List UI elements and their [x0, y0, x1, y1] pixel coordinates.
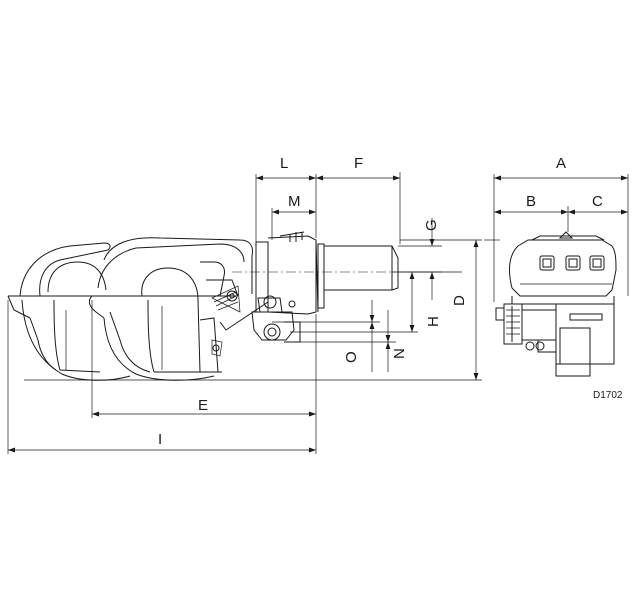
dim-label-i: I: [158, 431, 162, 448]
dim-label-b: B: [526, 193, 536, 210]
dim-label-g: G: [423, 219, 440, 231]
dim-label-n: N: [391, 348, 408, 359]
dim-label-e: E: [198, 397, 208, 414]
drawing-reference-code: D1702: [593, 390, 623, 401]
dim-label-d: D: [451, 295, 468, 306]
dimension-lines: [7, 172, 629, 454]
burner-body: [88, 237, 283, 381]
front-view: [495, 231, 617, 377]
dim-label-m: M: [288, 193, 301, 210]
dim-label-l: L: [280, 155, 288, 172]
dimension-letters: L F M G H N O D E I A B C: [158, 155, 603, 448]
dim-label-c: C: [592, 193, 603, 210]
dim-label-h: H: [425, 316, 442, 327]
dim-label-a: A: [556, 155, 566, 172]
dim-label-f: F: [354, 155, 363, 172]
dim-label-o: O: [343, 351, 360, 363]
blast-tube: [255, 231, 399, 315]
retracted-body-outline: [7, 242, 131, 381]
